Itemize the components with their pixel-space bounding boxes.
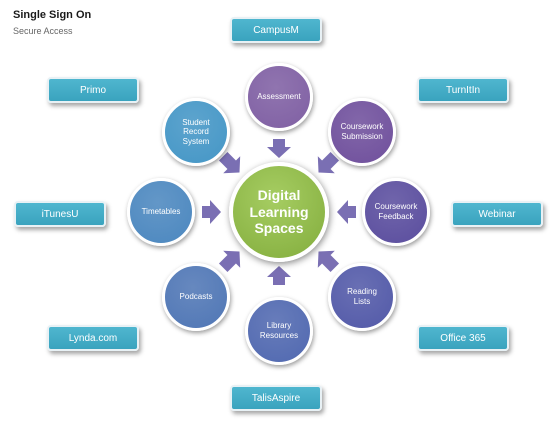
system-box-turnitin: TurnItIn: [417, 77, 509, 103]
system-label: CampusM: [253, 24, 299, 36]
page-subtitle: Secure Access: [13, 26, 73, 36]
circle-podcasts: Podcasts: [162, 263, 230, 331]
system-box-campusm: CampusM: [230, 17, 322, 43]
circle-library-resources: Library Resources: [245, 297, 313, 365]
center-label: Digital Learning Spaces: [249, 186, 309, 237]
circle-label: Timetables: [141, 207, 181, 217]
circle-reading-lists: Reading Lists: [328, 263, 396, 331]
system-box-talisaspire: TalisAspire: [230, 385, 322, 411]
system-label: Webinar: [478, 208, 516, 220]
system-box-office-365: Office 365: [417, 325, 509, 351]
system-box-webinar: Webinar: [451, 201, 543, 227]
system-box-primo: Primo: [47, 77, 139, 103]
system-label: iTunesU: [41, 208, 79, 220]
circle-timetables: Timetables: [127, 178, 195, 246]
circle-label: Student Record System: [182, 117, 210, 146]
system-label: TurnItIn: [445, 84, 481, 96]
circle-coursework-feedback: Coursework Feedback: [362, 178, 430, 246]
circle-assessment: Assessment: [245, 63, 313, 131]
system-label: Office 365: [440, 332, 486, 344]
circle-label: Coursework Submission: [340, 122, 384, 141]
circle-label: Podcasts: [179, 292, 213, 302]
page-title: Single Sign On: [13, 9, 92, 21]
circle-coursework-submission: Coursework Submission: [328, 98, 396, 166]
center-hub: Digital Learning Spaces: [229, 162, 329, 262]
arrow-icon-bottom-right: [317, 250, 340, 273]
circle-label: Reading Lists: [347, 287, 377, 306]
circle-student-record-system: Student Record System: [162, 98, 230, 166]
circle-label: Coursework Feedback: [374, 202, 418, 221]
arrow-icon-top-left: [218, 151, 241, 174]
system-box-itunesu: iTunesU: [14, 201, 106, 227]
arrow-icon-right: [337, 200, 356, 224]
system-label: TalisAspire: [251, 392, 301, 404]
system-label: Lynda.com: [68, 332, 118, 344]
arrow-icon-bottom: [267, 266, 291, 285]
circle-label: Assessment: [257, 92, 301, 102]
arrow-icon-left: [202, 200, 221, 224]
system-label: Primo: [79, 84, 107, 96]
system-box-lynda: Lynda.com: [47, 325, 139, 351]
arrow-icon-bottom-left: [218, 250, 241, 273]
arrow-icon-top-right: [317, 151, 340, 174]
arrow-icon-top: [267, 139, 291, 158]
circle-label: Library Resources: [259, 321, 299, 340]
